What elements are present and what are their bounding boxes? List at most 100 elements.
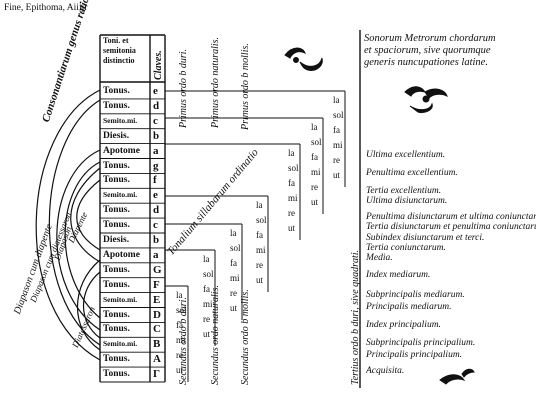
clave-letter: a [153,144,159,157]
interval-cell: Tonus. [103,86,130,96]
syllable: fa [176,320,183,330]
interval-cell: Tonus. [103,160,130,171]
interval-cell: Tonus. [103,264,130,275]
interval-cell: Tonus. [103,175,130,186]
syllable: ut [230,303,238,313]
arc-outer [35,89,101,361]
claves-header: Claves. [153,50,164,80]
clave-letter: f [153,174,157,187]
syllable: fa [311,152,318,162]
clave-letter: b [153,129,160,142]
interval-cell: Tonus. [103,324,130,335]
tetrachord-name: Acquisita. [366,366,405,376]
hexachord-title: Primus ordo b mollis. [240,43,251,130]
tetrachord-name: Subprincipalis principalium. [366,338,476,348]
clave-letter: d [153,99,160,112]
clave-letter: a [153,248,159,261]
tetrachord-name: Tertia excellentium. [366,186,442,196]
tetrachord-name: Penultima excellentium. [366,168,458,178]
clave-letter: D [153,308,161,321]
column-header: Toni. et semitonia distinctio [103,36,136,65]
syllable: sol [256,215,267,225]
interval-cell: Tonus. [103,279,130,290]
arc-lower [77,259,101,351]
clave-letter: Γ [153,368,160,381]
clave-letter: b [153,234,160,246]
interval-cell: Apotome [103,145,140,156]
tetrachord-name: Ultima excellentium. [366,150,446,160]
clave-letter: e [153,85,158,97]
syllable: sol [203,269,214,279]
tetrachord-name: Media. [366,253,393,263]
syllable: ut [311,197,319,207]
clave-letter: c [153,114,158,127]
tetrachord-name: Ultima disiunctarum. [366,196,448,206]
syllable: la [311,122,318,132]
syllable: mi [288,193,298,203]
clave-letter: G [153,263,162,276]
clave-letter: F [153,278,160,291]
syllable: sol [176,305,187,315]
syllable: ut [176,365,184,375]
tetrachord-name: Subindex disiunctarum et terci. [366,233,485,243]
syllable: la [256,200,263,210]
syllable: re [176,350,183,360]
syllable: re [311,182,318,192]
tetrachord-header: Sonorum Metrorum chordarum et spaciorum,… [364,33,496,68]
interval-cell: Tonus. [103,309,130,320]
tetrachord-name: Principalis principalium. [366,350,463,360]
syllable: fa [256,230,263,240]
clave-letter: e [153,189,158,202]
arc-diapente [70,167,101,263]
syllable: la [333,95,340,105]
syllable: la [288,148,295,158]
syllable: re [333,155,340,165]
tetrachord-name: Subprincipalis mediarum. [366,290,465,300]
syllable: mi [230,273,240,283]
syllable: la [230,228,237,238]
interval-cell: Semito.mi. [103,115,138,125]
hexachord-title: Primus ordo b duri. [178,48,189,128]
interval-cell: Apotome [103,249,140,260]
caption: Fine, Epithoma, Aiiijr [4,3,88,13]
syllable: mi [176,335,186,345]
fleuron-bottom-icon [439,368,475,385]
syllable: sol [333,110,344,120]
syllable: re [230,288,237,298]
hexachord-title: Primus ordo naturalis. [210,36,221,128]
syllable: re [256,260,263,270]
tetrachord-name: Principalis mediarum. [366,302,452,312]
clave-letter: g [153,159,159,172]
syllable: fa [333,125,340,135]
tetrachord-name: Penultima disiunctarum et ultima coniunc… [366,212,536,222]
syllable: mi [256,245,266,255]
clave-letter: A [153,353,161,366]
syllable: fa [203,284,210,294]
syllable: fa [288,178,295,188]
interval-cell: Semito.mi. [103,190,138,200]
interval-cell: Tonus. [103,369,130,380]
syllable: ut [256,275,264,285]
interval-cell: Diesis. [103,130,130,141]
hexachord-title: Tertius ordo b duri, sive quadrati. [350,249,361,385]
syllable: re [288,208,295,218]
tetrachord-name: Index principalium. [366,320,441,330]
syllable: sol [288,163,299,173]
clave-letter: B [153,338,161,351]
syllable: sol [230,243,241,253]
tetrachord-name: Index mediarum. [366,270,431,280]
fleuron-mid-icon [404,86,448,113]
syllable: re [203,314,210,324]
interval-cell: Tonus. [103,205,130,216]
tetrachord-name: Tertia disiunctarum et penultima coniunc… [366,222,536,232]
syllable: fa [230,258,237,268]
interval-cell: Diesis. [103,235,130,245]
clave-letter: c [153,219,158,232]
syllable: mi [333,140,343,150]
syllable: la [176,290,183,300]
interval-cell: Semito.mi. [103,339,138,349]
hexachord-title: Secundus ordo b mollis. [240,289,251,385]
tetrachord-name: Tertia coniunctarum. [366,243,446,253]
clave-letter: C [153,323,161,336]
